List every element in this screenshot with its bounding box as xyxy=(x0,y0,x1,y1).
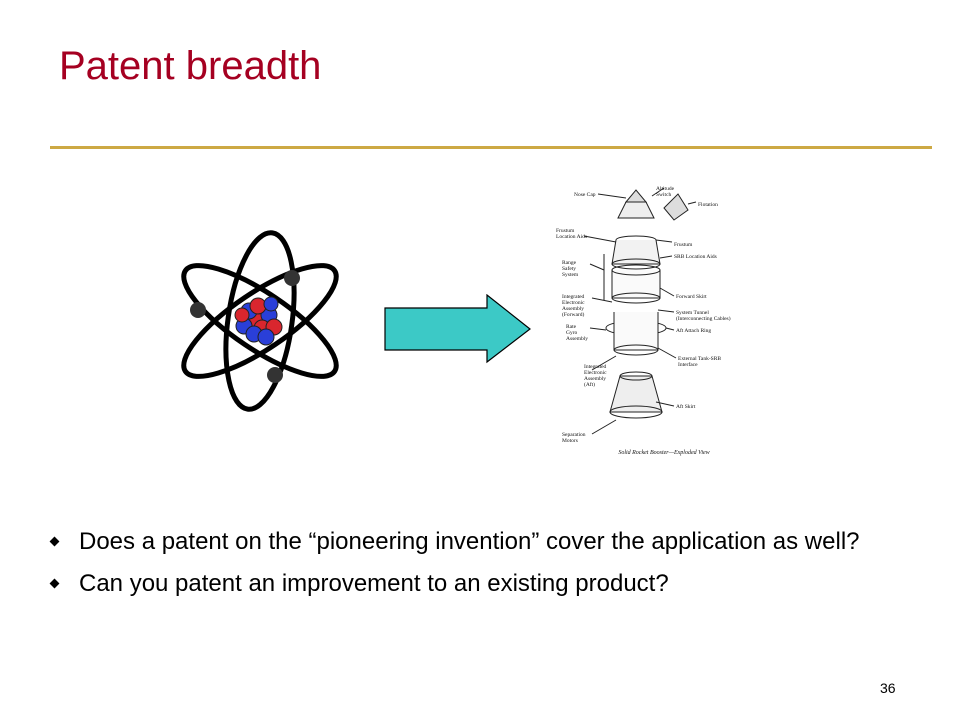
rocket-booster-diagram: Nose Cap Altitude Switch Flotation Frust… xyxy=(556,186,731,456)
right-arrow-icon xyxy=(384,294,531,364)
svg-text:Motors: Motors xyxy=(562,438,578,444)
svg-text:Integrated: Integrated xyxy=(584,364,607,370)
svg-text:System Tunnel: System Tunnel xyxy=(676,310,709,316)
svg-text:Range: Range xyxy=(562,260,577,266)
svg-text:Rate: Rate xyxy=(566,324,577,330)
svg-text:Altitude: Altitude xyxy=(656,186,675,192)
atom-icon xyxy=(181,230,339,412)
svg-text:(Forward): (Forward) xyxy=(562,311,584,318)
svg-text:Flotation: Flotation xyxy=(698,202,718,208)
svg-text:Safety: Safety xyxy=(562,265,576,272)
svg-text:Location Aids: Location Aids xyxy=(556,234,587,240)
bullet-list: Does a patent on the “pioneering inventi… xyxy=(48,527,908,611)
slide-number: 36 xyxy=(880,680,896,696)
svg-text:Integrated: Integrated xyxy=(562,294,585,300)
svg-text:(Interconnecting Cables): (Interconnecting Cables) xyxy=(676,315,731,322)
svg-text:Separation: Separation xyxy=(562,432,586,438)
diamond-bullet-icon xyxy=(49,536,60,547)
bullet-item: Does a patent on the “pioneering inventi… xyxy=(48,527,908,557)
svg-text:Forward Skirt: Forward Skirt xyxy=(676,294,707,300)
bullet-text: Does a patent on the “pioneering inventi… xyxy=(79,528,860,555)
svg-text:External Tank-SRB: External Tank-SRB xyxy=(678,356,721,362)
svg-text:Assembly: Assembly xyxy=(584,376,606,382)
slide-title: Patent breadth xyxy=(59,44,322,88)
svg-text:Electronic: Electronic xyxy=(584,370,607,376)
diamond-bullet-icon xyxy=(49,578,60,589)
svg-text:Nose Cap: Nose Cap xyxy=(574,192,596,198)
svg-text:Frustum: Frustum xyxy=(556,228,575,234)
svg-text:Assembly: Assembly xyxy=(566,336,588,342)
svg-text:Frustum: Frustum xyxy=(674,242,693,248)
booster-caption: Solid Rocket Booster—Exploded View xyxy=(618,450,709,456)
svg-text:SRB Location Aids: SRB Location Aids xyxy=(674,254,717,260)
svg-text:System: System xyxy=(562,272,579,278)
svg-text:Interface: Interface xyxy=(678,361,698,368)
title-underline xyxy=(50,146,932,149)
svg-text:Aft Skirt: Aft Skirt xyxy=(676,403,696,410)
svg-text:Switch: Switch xyxy=(656,192,672,198)
svg-text:Aft Attach Ring: Aft Attach Ring xyxy=(676,327,711,334)
svg-text:(Aft): (Aft) xyxy=(584,381,595,388)
svg-text:Electronic: Electronic xyxy=(562,300,585,306)
bullet-text: Can you patent an improvement to an exis… xyxy=(79,570,669,597)
svg-text:Gyro: Gyro xyxy=(566,330,578,336)
svg-text:Assembly: Assembly xyxy=(562,306,584,312)
bullet-item: Can you patent an improvement to an exis… xyxy=(48,569,908,599)
